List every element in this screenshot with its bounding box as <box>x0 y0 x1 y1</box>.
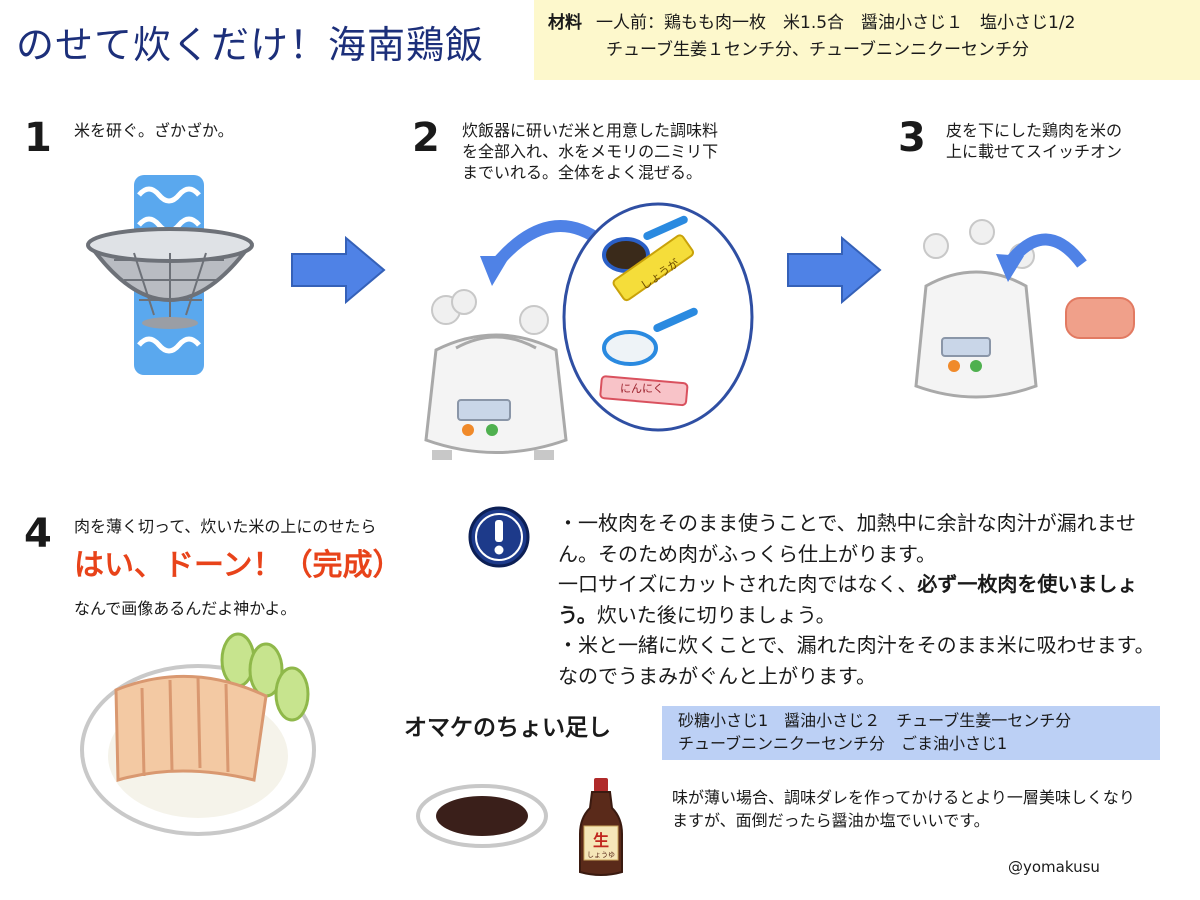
soy-bottle-sublabel: しょうゆ <box>587 851 615 859</box>
soy-bottle-label: 生 <box>593 831 609 850</box>
page-title: のせて炊くだけ！海南鶏飯 <box>16 23 485 67</box>
curved-arrow-icon <box>480 220 606 286</box>
seasonings-ellipse: しょうが にんにく <box>562 202 754 432</box>
tips-text: ・一枚肉をそのまま使うことで、加熱中に余計な肉汁が漏れません。そのため肉がふっく… <box>558 508 1170 691</box>
bonus-section-title: オマケのちょい足し <box>404 715 611 741</box>
step-1-text: 米を研ぐ。ざかざか。 <box>74 121 234 140</box>
step-2-number: 2 <box>412 115 440 161</box>
step-4-text: 肉を薄く切って、炊いた米の上にのせたら <box>74 517 377 536</box>
colander-illustration <box>86 175 254 375</box>
tip-2: 一口サイズにカットされた肉ではなく、必ず一枚肉を使いましょう。炊いた後に切りまし… <box>558 572 1138 627</box>
step-1-number: 1 <box>24 115 52 161</box>
rice-cooker-illustration <box>424 289 568 460</box>
rice-cooker-chicken-illustration <box>914 219 1135 399</box>
step-4-comment: なんで画像あるんだよ神かよ。 <box>74 599 297 618</box>
step-3-number: 3 <box>898 115 926 161</box>
exclamation-icon <box>468 506 530 568</box>
tip-3: ・米と一緒に炊くことで、漏れた肉汁をそのまま米に吸わせます。なのでうまみがぐんと… <box>558 633 1155 688</box>
step-3-text: 皮を下にした鶏肉を米の 上に載せてスイッチオン <box>946 121 1123 161</box>
bonus-ingredients-box: 砂糖小さじ1 醤油小さじ２ チューブ生姜一センチ分 チューブニンニクーセンチ分 … <box>662 706 1160 760</box>
ingredients-line-1: 一人前：鶏もも肉一枚 米1.5合 醤油小さじ１ 塩小さじ1/2 <box>596 13 1076 33</box>
ingredients-line-2: チューブ生姜１センチ分、チューブニンニクーセンチ分 <box>606 40 1029 60</box>
bonus-description: 味が薄い場合、調味ダレを作ってかけるとより一層美味しくなりますが、面倒だったら醤… <box>672 788 1135 830</box>
step-2-text: 炊飯器に研いだ米と用意した調味料 を全部入れ、水をメモリの二ミリ下 までいれる。… <box>462 121 719 182</box>
step-4-number: 4 <box>24 511 52 557</box>
ingredients-box: 材料一人前：鶏もも肉一枚 米1.5合 醤油小さじ１ 塩小さじ1/2 チューブ生姜… <box>534 0 1200 80</box>
tip-1: ・一枚肉をそのまま使うことで、加熱中に余計な肉汁が漏れません。そのため肉がふっく… <box>558 511 1136 566</box>
garlic-tube-label: にんにく <box>620 382 664 395</box>
author-credit: @yomakusu <box>1008 858 1100 876</box>
arrow-right-icon <box>787 235 882 305</box>
soy-sauce-bottle-illustration: 生 しょうゆ <box>579 778 623 876</box>
arrow-right-icon <box>291 235 386 305</box>
ingredients-label: 材料 <box>548 13 582 33</box>
soy-sauce-dish-illustration <box>416 784 548 848</box>
completion-highlight: はい、ドーン！（完成） <box>74 548 403 583</box>
chicken-rice-illustration <box>80 632 316 836</box>
